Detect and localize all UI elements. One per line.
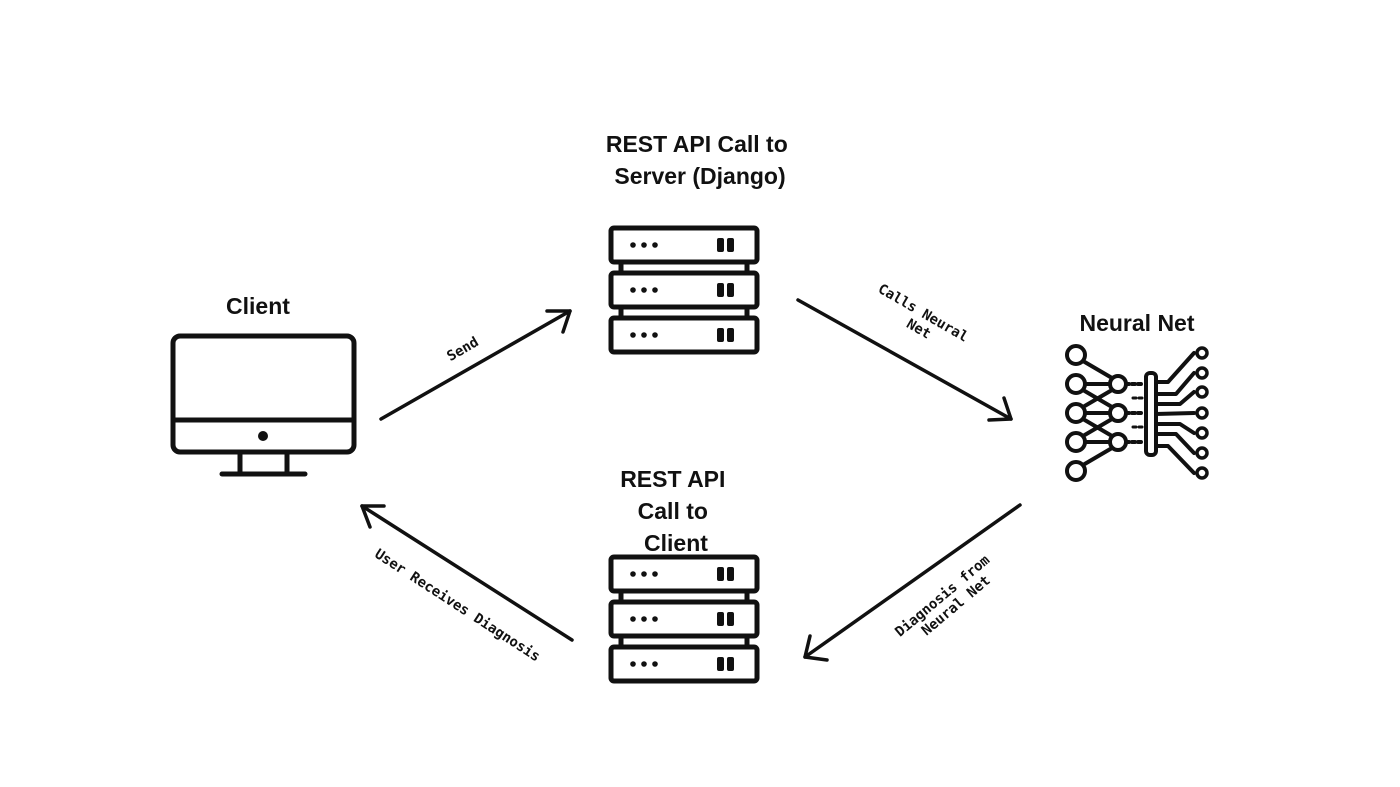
server-top-node: REST API Call to Server (Django) xyxy=(606,131,794,352)
neural-net-title: Neural Net xyxy=(1079,310,1194,336)
neural-net-node: Neural Net xyxy=(1065,310,1209,482)
calls-neural-net-arrowhead xyxy=(987,396,1013,422)
server-top-title-line-2: Server (Django) xyxy=(614,163,785,189)
server-rack-icon xyxy=(611,228,757,352)
neural-network-icon xyxy=(1065,344,1209,482)
send-arrowhead xyxy=(545,309,572,334)
send-arrow-line xyxy=(379,309,572,421)
user-receives-arrowhead xyxy=(360,504,386,529)
user-receives-arrow-line xyxy=(360,504,574,642)
server-bottom-node: REST API Call to Client xyxy=(611,466,757,681)
server-bottom-title-line-2: Call to xyxy=(638,498,708,524)
send-label: Send xyxy=(444,334,481,365)
diagnosis-from-neural-net-label: Diagnosis from Neural Net xyxy=(892,547,1009,653)
server-top-title: REST API Call to Server (Django) xyxy=(606,131,794,189)
edge-diagnosis-from-neural-net: Diagnosis from Neural Net xyxy=(803,503,1022,662)
edge-calls-neural-net: Calls Neural Net xyxy=(796,281,1013,422)
desktop-monitor-icon xyxy=(170,333,357,477)
diagnosis-arrow-line xyxy=(803,503,1022,659)
edge-send: Send xyxy=(379,309,572,421)
server-bottom-title-line-1: REST API xyxy=(620,466,725,492)
client-node: Client xyxy=(170,293,357,477)
server-bottom-title-line-3: Client xyxy=(644,530,708,556)
diagnosis-arrowhead xyxy=(803,634,829,662)
calls-neural-net-arrow-line xyxy=(796,298,1013,421)
client-title: Client xyxy=(226,293,290,319)
server-rack-icon xyxy=(611,557,757,681)
calls-neural-net-label: Calls Neural Net xyxy=(867,281,978,364)
server-top-title-line-1: REST API Call to xyxy=(606,131,788,157)
server-bottom-title: REST API Call to Client xyxy=(620,466,732,556)
edge-user-receives-diagnosis: User Receives Diagnosis xyxy=(360,504,574,665)
